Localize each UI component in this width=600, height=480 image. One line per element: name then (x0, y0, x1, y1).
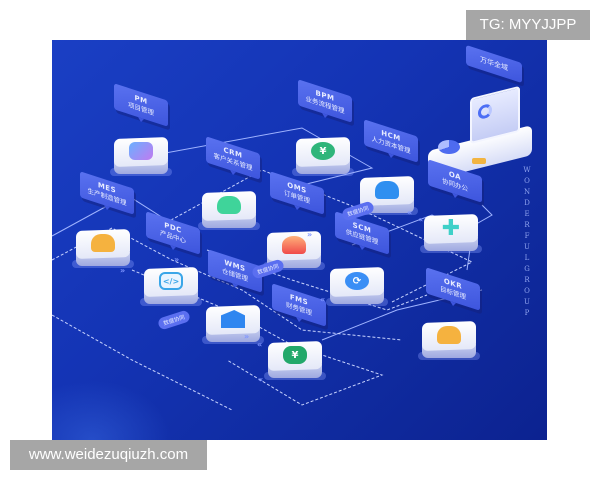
coins-icon (472, 158, 486, 164)
users-icon (217, 196, 241, 214)
chevron-icon: » (244, 332, 249, 341)
module-block-fms[interactable]: ¥ (264, 341, 326, 380)
module-block-pm[interactable] (110, 137, 172, 176)
yen-icon: ¥ (283, 346, 307, 364)
module-block-pdc[interactable]: </> (140, 267, 202, 306)
people-icon (375, 181, 399, 199)
watermark-bottom-left: www.weidezuqiuzh.com (10, 440, 207, 470)
code-icon: </> (159, 272, 183, 290)
chevron-icon: » (120, 266, 125, 275)
chevron-icon: « (407, 208, 412, 217)
module-block-wms[interactable] (202, 305, 264, 344)
card-icon (129, 142, 153, 160)
chevron-icon: « (258, 375, 263, 384)
module-block-bpm[interactable]: ¥ (292, 137, 354, 176)
pie-chart-icon (438, 140, 460, 154)
wonderful-group-vertical-text: WONDERFUL GROUP (523, 166, 531, 317)
order-icon (282, 236, 306, 254)
laptop-dashboard-illustration (424, 80, 536, 181)
watermark-top-right: TG: MYYJJPP (466, 10, 590, 40)
yen-icon: ¥ (311, 142, 335, 160)
person-icon (437, 326, 461, 344)
system-architecture-illustration: 万华全域 PM 项目管理 BPM 业务流程管理 ¥ CRM 客户关系管理 HCM… (52, 40, 547, 440)
module-block-oa[interactable]: ✚ (420, 214, 482, 253)
plus-icon: ✚ (441, 215, 461, 241)
chevron-icon: « (257, 340, 262, 349)
cycle-icon: ⟳ (345, 272, 369, 290)
chevron-icon: » (307, 230, 312, 239)
module-block-okr[interactable] (418, 321, 480, 360)
module-block-crm[interactable] (198, 191, 260, 230)
module-block-scm[interactable]: ⟳ (326, 267, 388, 306)
worker-icon (91, 234, 115, 252)
chevron-icon: » (174, 255, 179, 264)
chevron-icon: « (418, 215, 423, 224)
module-block-mes[interactable] (72, 229, 134, 268)
chevron-icon: « (320, 295, 325, 304)
house-icon (221, 310, 245, 328)
donut-chart-icon (478, 102, 492, 121)
